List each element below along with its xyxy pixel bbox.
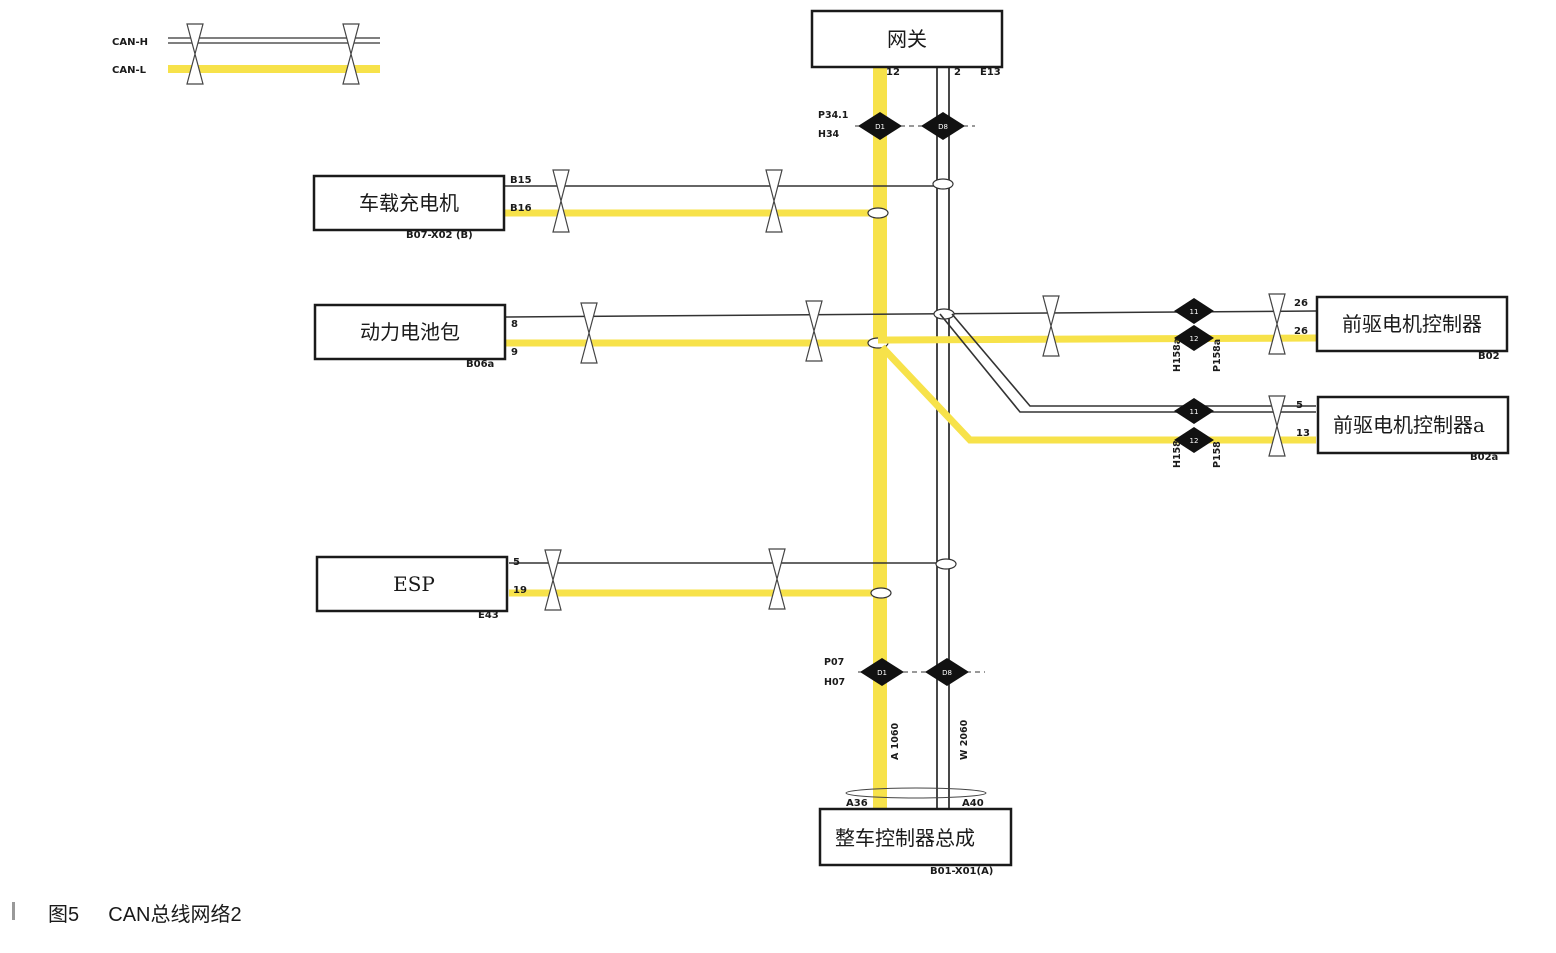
charger-code: B07-X02 (B) [406,230,473,241]
twist-icon [1042,295,1060,357]
esp-pin-l: 19 [513,585,527,596]
front-motor-a-pin-l: 13 [1296,428,1310,439]
svg-text:11: 11 [1190,308,1199,316]
node-gateway[interactable]: 网关 12 2 E13 [810,9,1004,78]
figure-title: CAN总线网络2 [108,904,242,926]
wire-code-right: W 2060 [959,719,970,760]
battery-pin-l: 9 [511,347,518,358]
charger-pin-l: B16 [510,203,532,214]
twist-icon [1268,293,1286,355]
figure-caption: 图5 CAN总线网络2 [48,898,242,927]
battery-code: B06a [466,359,494,370]
front-motor-a-code: B02a [1470,452,1498,463]
twist-icon [768,548,786,610]
twist-icon [1268,395,1286,457]
connector-diamond-icon [925,658,969,686]
svg-text:12: 12 [1190,437,1199,445]
twist-icon [805,300,823,362]
caption-marker [12,902,15,920]
connector-diamond-icon [921,112,965,140]
splice-icon [933,308,955,320]
svg-text:D8: D8 [938,123,948,131]
connector-top-p: P34.1 [818,110,848,121]
esp-label: ESP [393,572,435,596]
twist-icon [342,23,360,85]
vcu-code: B01-X01(A) [930,866,993,877]
front-motor-a-label: 前驱电机控制器a [1333,413,1485,437]
gateway-pin-l: 12 [886,67,900,78]
svg-text:D1: D1 [875,123,885,131]
connector-bottom: P07 H07 D1 D8 A 1060 W 2060 [824,657,987,799]
charger-label: 车载充电机 [359,191,459,215]
connector-p158: P158 [1212,441,1223,468]
svg-text:12: 12 [1190,335,1199,343]
front-motor-label: 前驱电机控制器 [1342,312,1482,336]
esp-code: E43 [478,610,499,621]
splice-icon [867,207,889,219]
connector-diamond-icon [1174,325,1214,351]
node-esp[interactable]: ESP 5 19 E43 [315,548,957,621]
front-motor-code: B02 [1478,351,1500,362]
splice-icon [870,587,892,599]
connector-diamond-icon [1174,427,1214,453]
connector-p158a: P158a [1212,339,1223,372]
svg-text:D8: D8 [942,669,952,677]
figure-number: 图5 [48,904,80,926]
gateway-code: E13 [980,67,1001,78]
twist-icon [845,787,987,799]
connector-top: P34.1 H34 D1 D8 [818,110,975,140]
legend-can-l-label: CAN-L [112,65,147,76]
twist-icon [580,302,598,364]
legend: CAN-H CAN-L [112,23,380,85]
charger-pin-h: B15 [510,175,532,186]
twist-icon [186,23,204,85]
gateway-pin-h: 2 [954,67,961,78]
node-vcu[interactable]: 整车控制器总成 A36 A40 B01-X01(A) [818,798,1013,877]
splice-icon [932,178,954,190]
svg-text:D1: D1 [877,669,887,677]
front-motor-a-pin-h: 5 [1296,400,1303,411]
front-motor-pin-h: 26 [1294,298,1308,309]
vcu-label: 整车控制器总成 [835,826,975,850]
esp-pin-h: 5 [513,557,520,568]
connector-diamond-icon [860,658,904,686]
node-front-motor-a[interactable]: 前驱电机控制器a 5 13 B02a [1296,395,1510,463]
connector-bottom-h: H07 [824,677,845,688]
connector-top-h: H34 [818,129,840,140]
gateway-label: 网关 [887,27,927,51]
node-charger[interactable]: 车载充电机 B15 B16 B07-X02 (B) [312,169,954,241]
front-motor-pin-l: 26 [1294,326,1308,337]
branch-front-motors: 11 12 11 12 H158a P158a H158 P158 [877,293,1317,468]
twist-icon [765,169,783,233]
connector-diamond-icon [1174,398,1214,424]
connector-diamond-icon [858,112,902,140]
battery-pin-h: 8 [511,319,518,330]
connector-h158: H158 [1172,440,1183,468]
vcu-pin-l: A36 [846,798,868,809]
twist-icon [544,549,562,611]
connector-diamond-icon [1174,298,1214,324]
node-front-motor[interactable]: 前驱电机控制器 26 26 B02 [1294,295,1509,362]
svg-text:11: 11 [1190,408,1199,416]
wire-code-left: A 1060 [890,723,901,760]
legend-can-h-label: CAN-H [112,37,148,48]
splice-icon [935,558,957,570]
connector-bottom-p: P07 [824,657,844,668]
vcu-pin-h: A40 [962,798,984,809]
twist-icon [552,169,570,233]
connector-h158a: H158a [1172,338,1183,372]
battery-label: 动力电池包 [360,320,460,344]
